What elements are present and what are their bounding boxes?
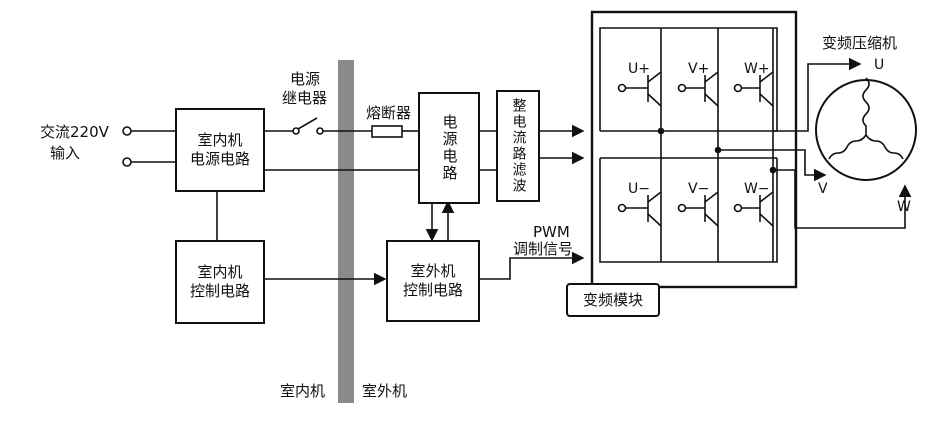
label-w-plus: W+ bbox=[744, 61, 770, 77]
winding-v bbox=[828, 134, 867, 160]
compressor-u-label: U bbox=[874, 57, 885, 73]
transistor-w-plus bbox=[733, 71, 774, 107]
power-circuit-label: 电源电路 bbox=[440, 114, 459, 182]
outdoor-control-line1: 室外机 bbox=[410, 262, 456, 280]
indoor-power-line2: 电源电路 bbox=[189, 150, 250, 168]
input-terminal-n bbox=[122, 157, 132, 167]
label-v-plus: V+ bbox=[688, 61, 710, 77]
phase-u-wire bbox=[773, 57, 862, 132]
node-u bbox=[657, 127, 665, 135]
input-label-line1: 交流220V bbox=[40, 123, 109, 141]
outdoor-control-block: 室外机 控制电路 bbox=[386, 240, 480, 322]
dc-bus-minus bbox=[599, 158, 778, 263]
arrow-pwm bbox=[478, 251, 585, 280]
indoor-control-line2: 控制电路 bbox=[189, 282, 250, 300]
winding-u bbox=[862, 77, 870, 135]
indoor-outdoor-wall bbox=[338, 60, 354, 403]
dc-bus-plus bbox=[599, 27, 778, 131]
rectifier-label: 整电流路滤波 bbox=[510, 98, 527, 194]
winding-w bbox=[865, 134, 904, 160]
input-label-line2: 输入 bbox=[50, 144, 81, 162]
fuse-symbol bbox=[371, 125, 403, 138]
indoor-control-block: 室内机 控制电路 bbox=[175, 240, 265, 324]
compressor-title: 变频压缩机 bbox=[822, 34, 898, 52]
compressor-w-label: W bbox=[897, 199, 911, 215]
pwm-label-line2: 调制信号 bbox=[513, 240, 574, 258]
relay-label-line2: 继电器 bbox=[282, 89, 328, 107]
transistor-w-minus bbox=[733, 191, 774, 227]
relay-switch bbox=[297, 117, 318, 130]
outdoor-side-label: 室外机 bbox=[362, 382, 408, 400]
fuse-label: 熔断器 bbox=[366, 104, 412, 122]
transistor-v-plus bbox=[677, 71, 719, 107]
label-w-minus: W− bbox=[744, 181, 770, 197]
transistor-u-minus bbox=[617, 191, 662, 227]
power-circuit-block: 电源电路 bbox=[418, 92, 480, 204]
input-terminal-l bbox=[122, 126, 132, 136]
pwm-label-line1: PWM bbox=[533, 223, 570, 241]
relay-label-line1: 电源 bbox=[290, 70, 321, 88]
inverter-module-label: 变频模块 bbox=[582, 290, 643, 309]
phase-v-wire bbox=[718, 149, 827, 182]
label-v-minus: V− bbox=[688, 181, 710, 197]
indoor-power-line1: 室内机 bbox=[197, 131, 243, 149]
indoor-side-label: 室内机 bbox=[280, 382, 326, 400]
transistor-v-minus bbox=[677, 191, 719, 227]
relay-contact-a bbox=[292, 127, 300, 135]
label-u-minus: U− bbox=[628, 181, 650, 197]
relay-contact-b bbox=[316, 127, 324, 135]
indoor-control-line1: 室内机 bbox=[197, 263, 243, 281]
inverter-module-label-box: 变频模块 bbox=[566, 283, 660, 317]
transistor-u-plus bbox=[617, 71, 662, 107]
indoor-power-block: 室内机 电源电路 bbox=[175, 108, 265, 192]
label-u-plus: U+ bbox=[628, 61, 650, 77]
compressor-v-label: V bbox=[818, 181, 828, 197]
rectifier-filter-block: 整电流路滤波 bbox=[496, 90, 540, 202]
compressor-motor bbox=[815, 79, 917, 181]
phase-w-wire bbox=[773, 169, 912, 229]
outdoor-control-line2: 控制电路 bbox=[402, 281, 463, 299]
